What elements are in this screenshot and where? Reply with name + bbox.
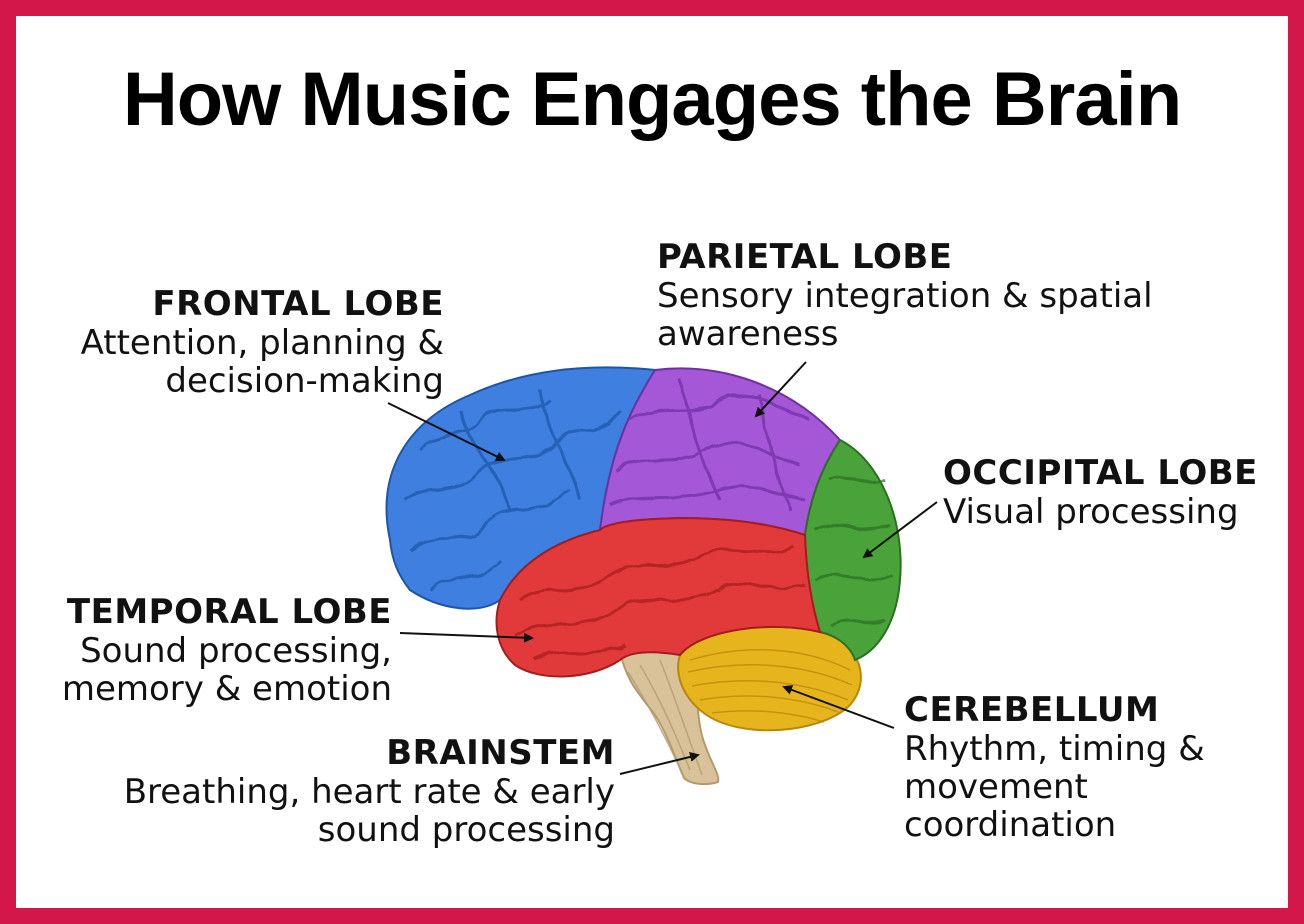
temporal-lobe-name: TEMPORAL LOBE <box>66 592 392 632</box>
frontal-lobe-label: FRONTAL LOBE Attention, planning & decis… <box>40 284 444 400</box>
frontal-lobe-name: FRONTAL LOBE <box>152 284 444 324</box>
brainstem-desc-line: Breathing, heart rate & early <box>123 772 615 812</box>
parietal-lobe-leader-line <box>754 361 807 418</box>
page-title: How Music Engages the Brain <box>122 57 1182 142</box>
cerebellum-label: CEREBELLUM Rhythm, timing & movement coo… <box>904 690 1244 844</box>
parietal-lobe-desc-line: awareness <box>657 314 839 354</box>
cerebellum-desc-line: Rhythm, timing & <box>904 729 1205 769</box>
frontal-lobe-leader-line <box>387 402 506 461</box>
temporal-lobe-leader-line <box>399 632 534 643</box>
cerebellum-leader-line <box>782 685 895 729</box>
cerebellum-name: CEREBELLUM <box>904 690 1160 730</box>
cerebellum-region <box>677 625 862 732</box>
parietal-lobe-name: PARIETAL LOBE <box>657 237 953 277</box>
frontal-lobe-desc-line: decision-making <box>165 361 444 401</box>
parietal-lobe-label: PARIETAL LOBE Sensory integration & spat… <box>657 237 1257 353</box>
temporal-lobe-desc-line: Sound processing, <box>80 631 392 671</box>
occipital-lobe-name: OCCIPITAL LOBE <box>943 453 1258 493</box>
frontal-lobe-desc-line: Attention, planning & <box>80 323 444 363</box>
occipital-lobe-label: OCCIPITAL LOBE Visual processing <box>943 453 1283 531</box>
cerebellum-desc-line: movement <box>904 767 1088 807</box>
parietal-lobe-desc-line: Sensory integration & spatial <box>657 276 1153 316</box>
brainstem-label: BRAINSTEM Breathing, heart rate & early … <box>60 733 615 849</box>
brainstem-name: BRAINSTEM <box>386 733 615 773</box>
temporal-lobe-label: TEMPORAL LOBE Sound processing, memory &… <box>30 592 392 708</box>
occipital-lobe-leader-line <box>862 501 938 559</box>
occipital-lobe-desc-line: Visual processing <box>943 492 1239 532</box>
occipital-lobe-region <box>803 438 902 662</box>
temporal-lobe-desc-line: memory & emotion <box>61 669 392 709</box>
temporal-lobe-region <box>495 517 822 678</box>
brainstem-desc-line: sound processing <box>317 810 615 850</box>
cerebellum-desc-line: coordination <box>904 805 1117 845</box>
brainstem-leader-line <box>619 752 700 775</box>
